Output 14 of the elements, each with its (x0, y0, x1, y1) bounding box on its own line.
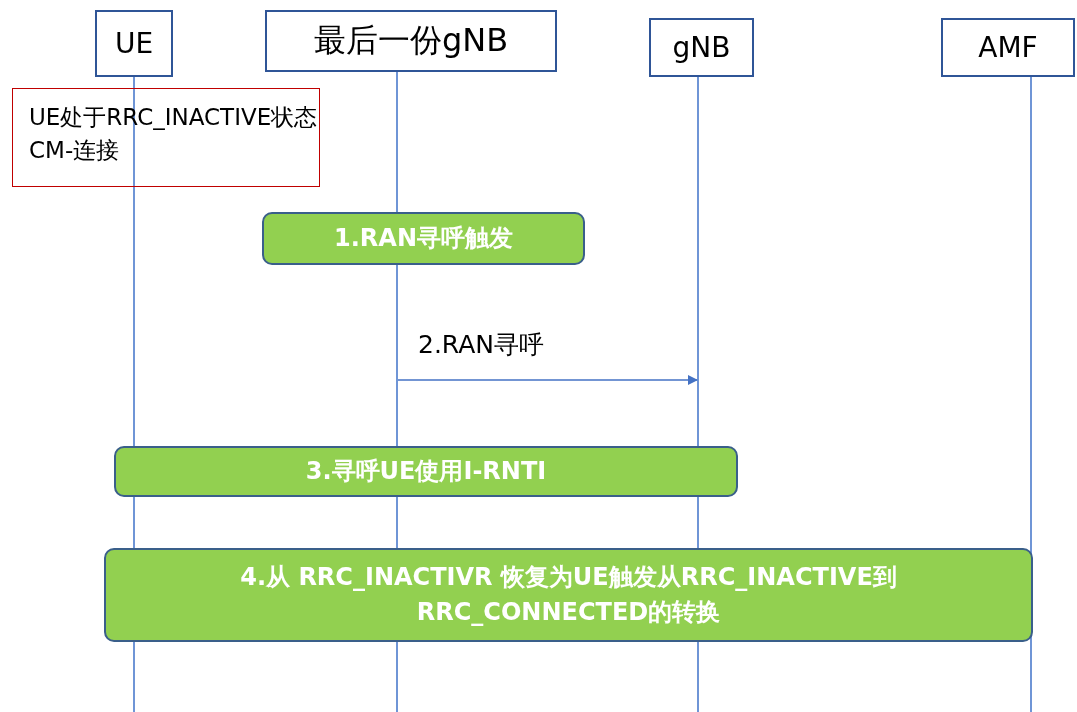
note-text: CM-连接 (29, 136, 120, 166)
process-box: 3.寻呼UE使用I-RNTI (114, 446, 738, 497)
participant-box: 最后一份gNB (265, 10, 557, 72)
lifeline (697, 77, 699, 712)
message-arrow (397, 375, 698, 385)
lifeline (1030, 77, 1032, 712)
participant-box: gNB (649, 18, 754, 77)
participant-box: AMF (941, 18, 1075, 77)
process-box: 1.RAN寻呼触发 (262, 212, 585, 265)
participant-box: UE (95, 10, 173, 77)
lifeline (396, 72, 398, 712)
process-box: 4.从 RRC_INACTIVR 恢复为UE触发从RRC_INACTIVE到RRC_CONNECTED的转换 (104, 548, 1033, 642)
state-note (12, 88, 320, 187)
lifeline (133, 77, 135, 712)
